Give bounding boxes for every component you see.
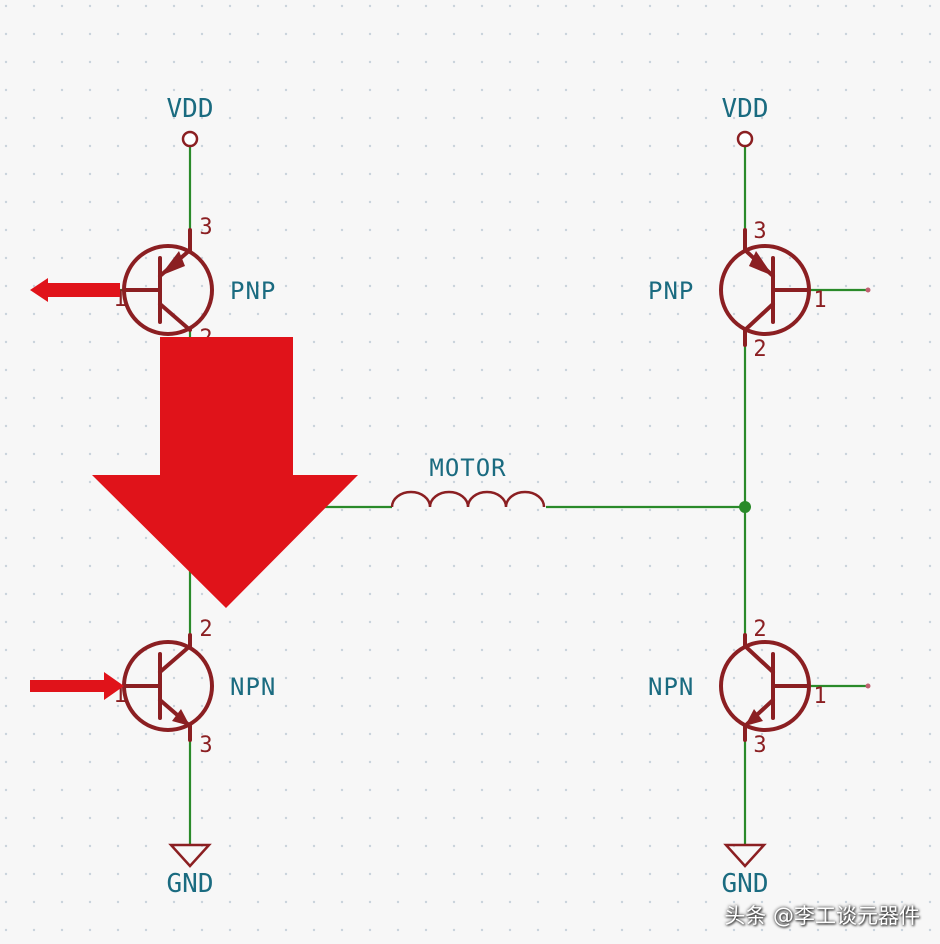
motor-coil (390, 490, 546, 508)
q1-base-left-arrow-icon (30, 278, 120, 302)
vdd-right-label: VDD (722, 94, 769, 124)
motor-inductor: MOTOR (390, 454, 546, 508)
vdd-left-label: VDD (167, 94, 214, 124)
q3-pin-collector: 2 (199, 617, 212, 642)
q3-type-label: NPN (230, 673, 276, 701)
q2-emitter-arrow (749, 251, 773, 276)
current-flow-overlay (30, 278, 358, 700)
transistor-q4-npn: 1 2 3 NPN (648, 617, 827, 758)
junction-dot (739, 501, 751, 513)
transistor-q3-npn: 1 2 3 NPN (113, 617, 276, 758)
vdd-left-terminal (181, 130, 199, 148)
q4-base-terminal (865, 683, 871, 689)
q4-collector-line (743, 644, 775, 674)
transistor-q2-pnp: 1 3 2 PNP (648, 219, 827, 362)
q2-type-label: PNP (648, 277, 694, 305)
q1-collector-line (158, 302, 192, 332)
q4-type-label: NPN (648, 673, 694, 701)
q4-pin-base: 1 (813, 684, 826, 709)
vdd-right-symbol: VDD (722, 94, 769, 148)
q2-pin-base: 1 (813, 288, 826, 313)
vdd-left-symbol: VDD (167, 94, 214, 148)
gnd-left-symbol: GND (167, 843, 214, 899)
gnd-left-triangle (168, 843, 212, 868)
q4-emitter-arrow (745, 709, 763, 726)
large-down-arrow-icon (92, 337, 358, 608)
q1-pin-emitter: 3 (199, 215, 212, 240)
gnd-right-symbol: GND (722, 843, 769, 899)
q4-pin-collector: 2 (753, 617, 766, 642)
q3-emitter-arrow (172, 709, 190, 726)
watermark: 头条 @李工谈元器件 (724, 904, 920, 928)
q4-pin-emitter: 3 (753, 733, 766, 758)
gnd-right-triangle (723, 843, 767, 868)
q2-pin-emitter: 3 (753, 219, 766, 244)
motor-label: MOTOR (429, 454, 506, 482)
q2-collector-line (743, 302, 775, 332)
gnd-left-label: GND (167, 869, 214, 899)
gnd-right-label: GND (722, 869, 769, 899)
q3-pin-emitter: 3 (199, 733, 212, 758)
q1-type-label: PNP (230, 277, 276, 305)
q1-emitter-arrow (160, 251, 185, 276)
q2-base-terminal (865, 287, 871, 293)
q2-pin-collector: 2 (753, 337, 766, 362)
q3-collector-line (158, 644, 192, 674)
q3-base-right-arrow-icon (30, 672, 124, 700)
transistor-q1-pnp: 1 3 2 PNP (113, 215, 276, 351)
vdd-right-terminal (736, 130, 754, 148)
